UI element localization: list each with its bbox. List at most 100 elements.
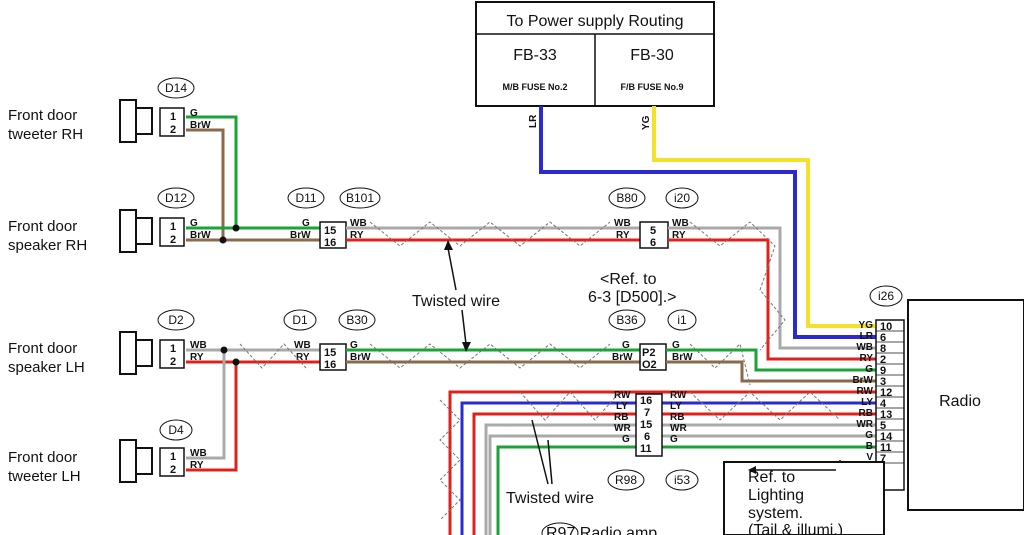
svg-text:WR: WR [670,423,687,434]
svg-text:RW: RW [670,390,687,401]
svg-text:16: 16 [324,359,336,371]
svg-text:2: 2 [170,464,176,476]
conn-d12: D12 [165,191,187,205]
conn-d11: D11 [295,191,316,205]
svg-text:2: 2 [170,356,176,368]
wire-yg-label: YG [641,115,652,130]
svg-text:RY: RY [190,352,204,363]
svg-text:G: G [190,108,198,119]
fuse-left-id: FB-33 [513,47,557,64]
svg-text:WB: WB [294,340,311,351]
lighting-ref-2: Lighting [748,487,804,504]
fuse-left-label: M/B FUSE No.2 [502,82,567,92]
svg-text:BrW: BrW [612,352,633,363]
radio-pin-number: 11 [880,442,892,454]
speaker-rh-symbol: 12 [119,209,185,253]
svg-text:BrW: BrW [190,230,211,241]
connector-labels: D14 D12 D11 B101 B80 i20 D2 D1 B30 B36 i… [157,77,903,491]
radio-pin-wire: WR [856,419,873,430]
svg-text:G: G [670,434,678,445]
radio-pin-number: 9 [880,365,886,377]
twisted-wire-label-2: Twisted wire [506,490,594,507]
radio-pin-number: 3 [880,376,886,388]
radio-pin-number: 10 [880,321,892,333]
svg-text:5: 5 [650,225,656,237]
conn-b80: B80 [616,191,638,205]
speaker-lh-label-2: speaker LH [8,359,85,376]
tweeter-rh-symbol: 12 [119,99,185,143]
bottom-partial-label: R97 Radio amp [546,525,657,535]
radio-pin-wire: G [865,430,873,441]
radio-pin-wire: RW [857,386,874,397]
conn-d1: D1 [292,313,308,327]
fuse-right-id: FB-30 [630,47,674,64]
svg-text:WB: WB [672,218,689,229]
ref-label-1: <Ref. to [600,271,657,288]
radio-pin-wire: LR [860,331,874,342]
speaker-rh-label-2: speaker RH [8,237,87,254]
svg-text:WR: WR [614,423,631,434]
radio-pin-number: 2 [880,354,886,366]
svg-text:BrW: BrW [290,230,311,241]
svg-text:WB: WB [190,448,207,459]
wire-lr-label: LR [528,114,539,128]
svg-text:G: G [302,218,310,229]
svg-text:2: 2 [170,234,176,246]
conn-i53: i53 [674,473,690,487]
radio-pin-wire: RB [859,408,873,419]
tweeter-rh-label-1: Front door [8,107,77,124]
radio-pin-wire: RY [859,353,873,364]
conn-b101: B101 [346,191,374,205]
radio-pin-wire: YG [859,320,874,331]
svg-text:15: 15 [324,347,336,359]
svg-text:RY: RY [672,230,686,241]
wire-lr-power [539,106,876,339]
svg-text:7: 7 [644,407,650,419]
svg-text:O2: O2 [642,359,657,371]
power-supply-box: To Power supply Routing FB-33 M/B FUSE N… [475,1,715,107]
svg-text:BrW: BrW [190,120,211,131]
svg-text:RB: RB [614,412,628,423]
ref-label-2: 6-3 [D500].> [588,289,677,306]
conn-b30: B30 [346,313,368,327]
svg-text:WB: WB [190,340,207,351]
svg-text:G: G [350,340,358,351]
svg-text:G: G [622,434,630,445]
svg-text:1: 1 [170,111,176,123]
conn-i20: i20 [674,191,690,205]
svg-text:6: 6 [644,431,650,443]
svg-text:2: 2 [170,124,176,136]
svg-text:1: 1 [170,221,176,233]
svg-text:RY: RY [190,460,204,471]
svg-text:P2: P2 [642,347,655,359]
svg-text:RY: RY [296,352,310,363]
radio-box [907,299,1024,511]
bottom-partial: R97 Radio amp [541,522,657,535]
svg-text:15: 15 [640,419,652,431]
lighting-ref-4: (Tail & illumi.) [748,522,843,535]
svg-text:G: G [190,218,198,229]
radio-pin-number: 14 [880,431,893,443]
radio-pin-number: 7 [880,453,886,465]
svg-text:16: 16 [640,395,652,407]
tweeter-rh-label-2: tweeter RH [8,126,83,143]
conn-d2: D2 [168,313,184,327]
radio-pin-wire: V [866,452,873,463]
speaker-lh-label-1: Front door [8,340,77,357]
svg-text:WB: WB [614,218,631,229]
lighting-ref-3: system. [748,505,803,522]
conn-d14: D14 [165,81,187,95]
speaker-lh-symbol: 12 [119,331,185,375]
svg-text:RW: RW [614,390,631,401]
conn-d4: D4 [168,423,184,437]
tweeter-lh-symbol: 12 [119,439,185,483]
svg-text:G: G [672,340,680,351]
tweeter-lh-label-1: Front door [8,449,77,466]
radio-pin-wire: G [865,364,873,375]
wire-yg-power [652,106,876,328]
fuse-right-label: F/B FUSE No.9 [620,82,683,92]
svg-text:6: 6 [650,237,656,249]
radio-pin-wire: LY [861,397,873,408]
radio-label: Radio [939,393,981,410]
